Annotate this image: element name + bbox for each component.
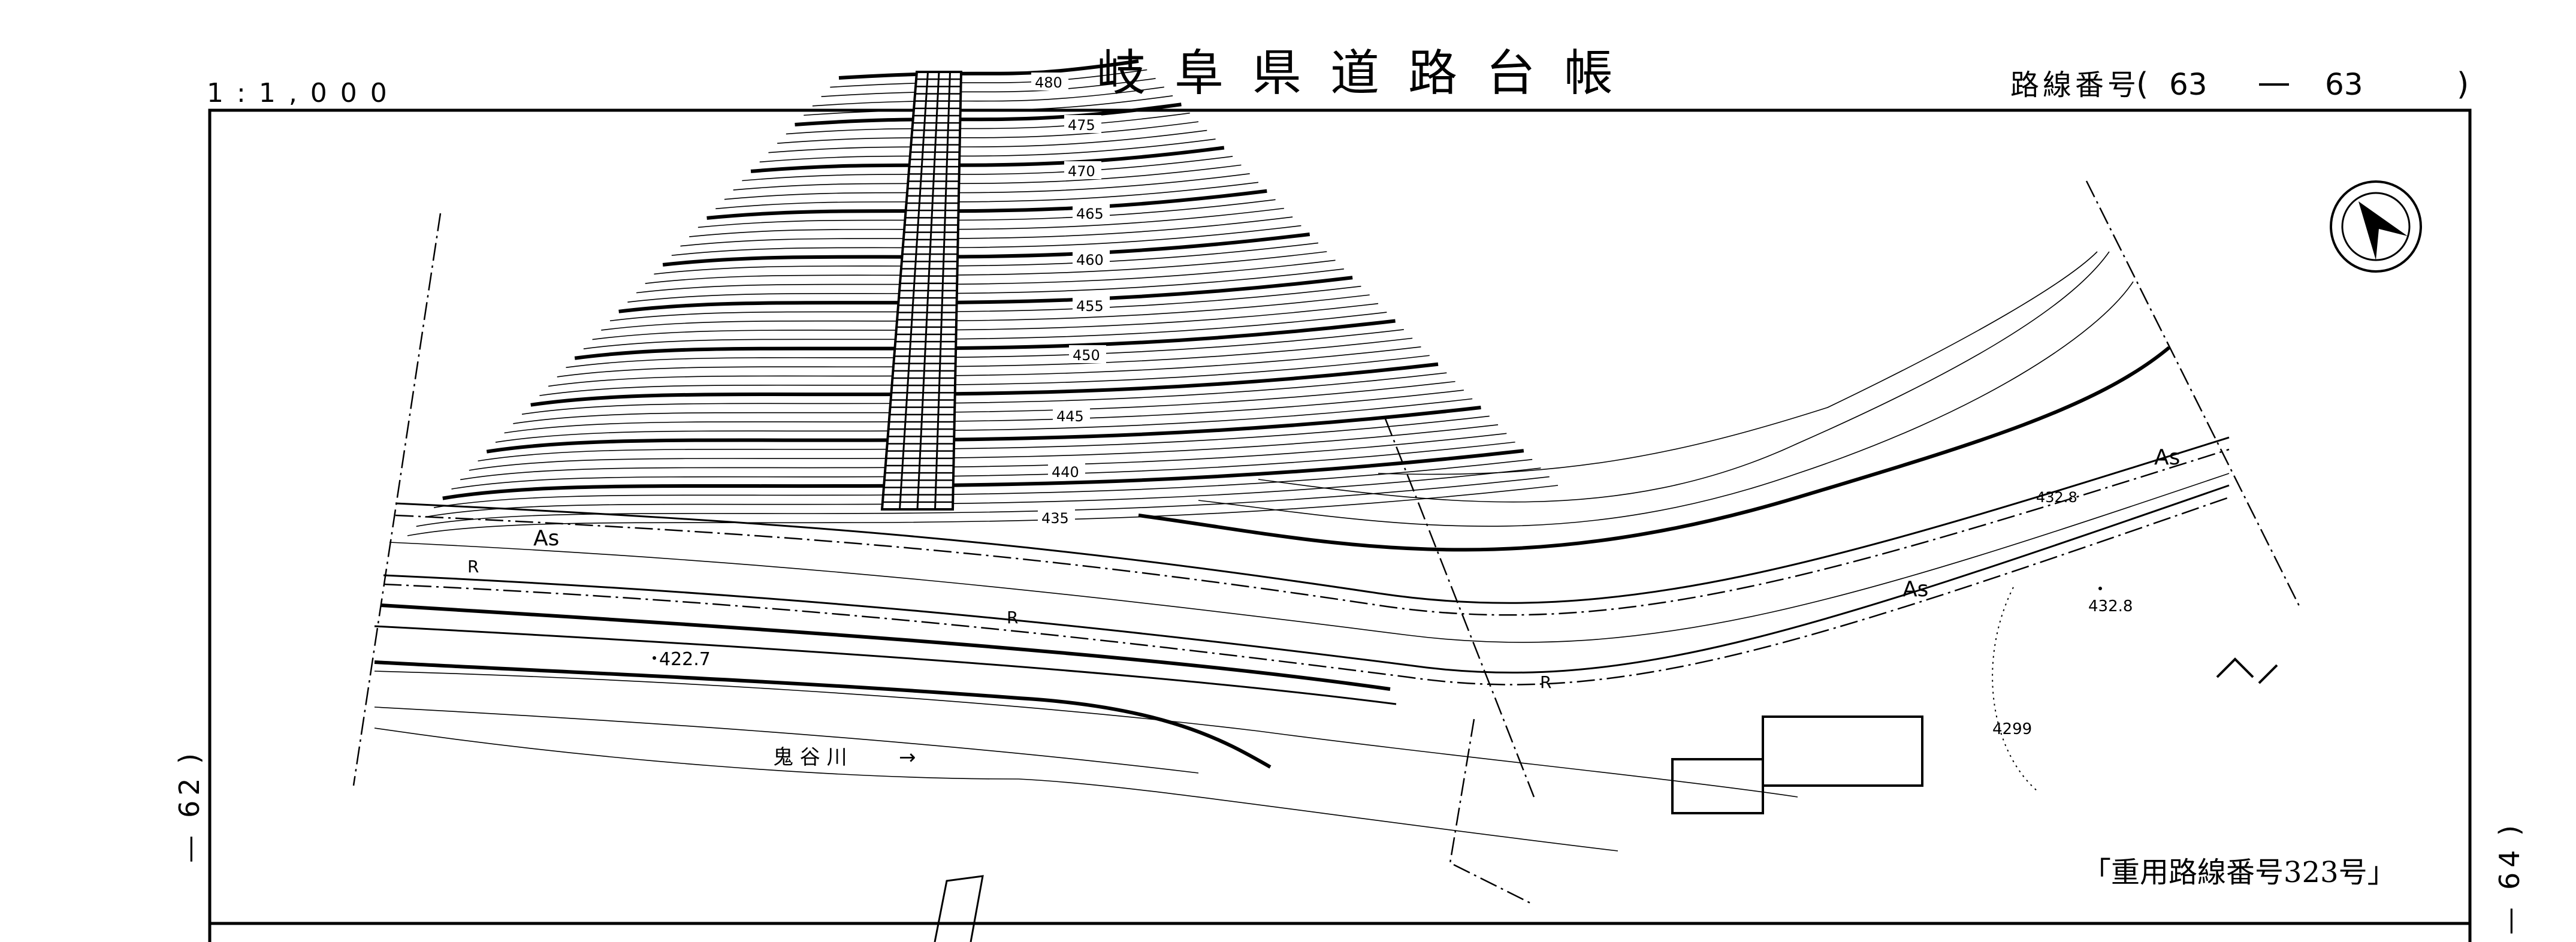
right-paren: )	[2493, 825, 2526, 836]
road-label: R	[467, 557, 479, 576]
contour	[495, 398, 1473, 443]
river-flow-arrow: →	[899, 745, 916, 769]
route-number: 路線番号 ( 63 63 )	[2010, 67, 2469, 102]
retaining-wall-grid	[880, 71, 963, 511]
pavement-label: As	[533, 526, 559, 551]
route-paren-open: (	[2136, 67, 2148, 102]
map-frame	[208, 108, 2472, 942]
pavement-label: As	[1902, 577, 1928, 602]
contour-label: 480	[1035, 74, 1062, 91]
elevation-label: 432.8	[2036, 489, 2077, 506]
left-adjacent-sheet: — 62 )	[173, 753, 206, 863]
dotted-line	[1992, 587, 2038, 792]
contour	[680, 216, 1293, 247]
contour	[469, 424, 1499, 471]
river-name: 鬼 谷 川	[773, 745, 847, 769]
boundary-line-lower	[1449, 718, 1535, 906]
right-sheet-number: 64	[2493, 845, 2526, 890]
contour-label: 455	[1076, 298, 1104, 315]
road	[374, 251, 2230, 705]
index-contour	[530, 362, 1439, 407]
slope-top-line	[1138, 346, 2170, 552]
elevation-label: 422.7	[659, 649, 711, 670]
elevation-label: 4299	[1992, 720, 2032, 738]
contour	[478, 415, 1490, 462]
contour	[539, 355, 1430, 396]
contour	[724, 173, 1250, 200]
contour-label: 440	[1052, 464, 1079, 481]
contour	[513, 381, 1455, 424]
building	[1762, 715, 1923, 787]
contour	[416, 476, 1550, 527]
boundary-line-centre	[1384, 418, 1535, 798]
contour	[425, 467, 1541, 518]
contour	[768, 129, 1207, 153]
road-edge-upper	[395, 436, 2230, 604]
boundary-line-left	[352, 213, 442, 786]
index-contour	[442, 449, 1524, 500]
contour	[557, 337, 1413, 378]
contour	[742, 156, 1233, 182]
road-centre	[389, 473, 2230, 643]
structure-marks	[2216, 657, 2278, 684]
contour	[786, 112, 1190, 135]
right-adjacent-sheet: — 64 )	[2493, 825, 2526, 935]
pavement-label: As	[2154, 445, 2180, 470]
contour	[433, 458, 1533, 509]
contour-lines: 480 475 470 465 460 455 450 445 440 435	[407, 59, 1559, 536]
river-bank-heavy	[374, 660, 1272, 769]
contour-label: 475	[1068, 117, 1095, 134]
contour-label: 460	[1076, 252, 1104, 268]
right-dash: —	[2493, 907, 2526, 935]
index-contour	[795, 102, 1182, 126]
contour	[521, 372, 1447, 415]
contour	[460, 433, 1507, 481]
index-contour	[838, 59, 1139, 80]
contour	[759, 138, 1216, 163]
contour	[830, 69, 1147, 88]
route-number-label: 路線番号	[2010, 68, 2140, 102]
contour-label: 470	[1068, 163, 1095, 180]
river: 鬼 谷 川 →	[374, 660, 1798, 852]
contour	[715, 182, 1259, 210]
left-paren: )	[173, 753, 206, 764]
contour	[804, 95, 1173, 116]
contour-label: 465	[1076, 206, 1104, 222]
heavy-route-note: 「重用路線番号323号」	[2082, 856, 2396, 889]
road-edge-lower	[383, 484, 2230, 674]
contour	[548, 346, 1421, 387]
route-number-to: 63	[2325, 67, 2363, 102]
contour	[601, 294, 1370, 331]
boundary-line-right	[2085, 180, 2302, 609]
sheet-title: 岐阜県道路台帳	[1097, 45, 1642, 102]
road-label: R	[1540, 672, 1551, 692]
road-shoulder	[380, 603, 1391, 691]
contour	[407, 485, 1559, 536]
contour	[812, 86, 1164, 107]
contour-label: 435	[1041, 510, 1069, 527]
contour	[777, 121, 1199, 144]
contour	[451, 441, 1515, 490]
north-arrow-icon	[2330, 180, 2422, 273]
left-dash: —	[173, 835, 206, 863]
contour-label: 445	[1056, 408, 1084, 425]
map-labels: As As As R R R 422.7 432.8 432.8 4299	[467, 445, 2180, 738]
contour	[821, 78, 1156, 97]
route-number-from: 63	[2169, 67, 2207, 102]
contour	[504, 390, 1464, 434]
structure-outline	[934, 875, 984, 942]
route-paren-close: )	[2457, 67, 2469, 102]
left-sheet-number: 62	[173, 773, 206, 818]
road-label: R	[1007, 608, 1018, 627]
index-contour	[486, 405, 1481, 454]
contour-label: 450	[1073, 347, 1100, 364]
index-contour	[750, 146, 1225, 173]
map-scale: 1:1,000	[207, 78, 400, 108]
elevation-label: 432.8	[2088, 597, 2133, 615]
